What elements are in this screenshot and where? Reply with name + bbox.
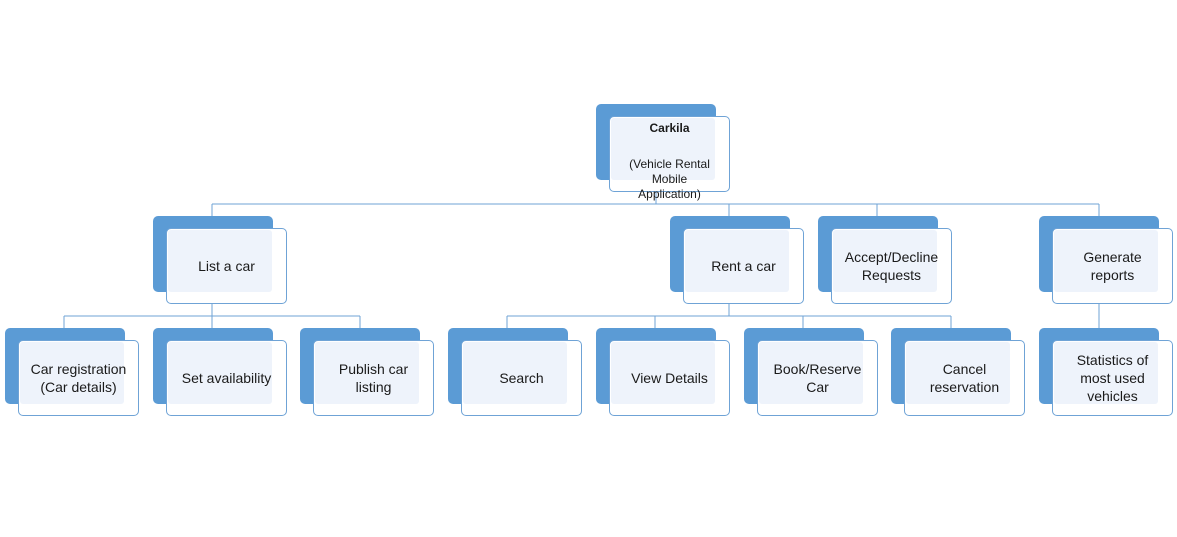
node-publish-car-listing: Publish car listing <box>300 328 434 418</box>
root-title: Carkila <box>649 121 690 135</box>
box-inner <box>906 342 1010 404</box>
box-inner <box>611 118 715 180</box>
box-face: Generate reports <box>1052 228 1173 304</box>
root-node: Carkila (Vehicle Rental Mobile Applicati… <box>596 104 730 201</box>
box-face: Set availability <box>166 340 287 416</box>
box-face: Rent a car <box>683 228 804 304</box>
node-car-registration: Car registration (Car details) <box>5 328 139 418</box>
node-label: Publish car listing <box>338 361 409 395</box>
node-rent-a-car: Rent a car <box>670 216 804 306</box>
box-inner <box>168 342 272 404</box>
box-face: Carkila (Vehicle Rental Mobile Applicati… <box>609 116 730 201</box>
node-label: Accept/Decline Requests <box>844 249 939 283</box>
node-label: View Details <box>631 370 708 386</box>
node-label: Rent a car <box>711 258 776 274</box>
node-label: Search <box>499 370 544 386</box>
node-label: Set availability <box>181 370 272 386</box>
box-inner <box>1054 342 1158 404</box>
node-view-details: View Details <box>596 328 730 418</box>
box-face: Car registration (Car details) <box>18 340 139 416</box>
node-label: Book/Reserve Car <box>773 361 862 395</box>
node-accept-decline-requests: Accept/Decline Requests <box>818 216 952 306</box>
node-label: Cancel reservation <box>929 361 1000 395</box>
box-face: Accept/Decline Requests <box>831 228 952 304</box>
box-face: Book/Reserve Car <box>757 340 878 416</box>
box-inner <box>1054 230 1158 292</box>
box-inner <box>833 230 937 292</box>
box-inner <box>168 230 272 292</box>
box-face: Statistics of most used vehicles <box>1052 340 1173 416</box>
node-search: Search <box>448 328 582 418</box>
box-face: Publish car listing <box>313 340 434 416</box>
node-label: Car registration (Car details) <box>30 361 127 395</box>
node-cancel-reservation: Cancel reservation <box>891 328 1025 418</box>
box-face: Search <box>461 340 582 416</box>
node-list-a-car: List a car <box>153 216 287 306</box>
node-label: Statistics of most used vehicles <box>1076 352 1149 404</box>
node-label: List a car <box>198 258 255 274</box>
box-face: Cancel reservation <box>904 340 1025 416</box>
box-face: View Details <box>609 340 730 416</box>
node-statistics-most-used-vehicles: Statistics of most used vehicles <box>1039 328 1173 418</box>
node-set-availability: Set availability <box>153 328 287 418</box>
box-inner <box>20 342 124 404</box>
box-inner <box>759 342 863 404</box>
node-book-reserve-car: Book/Reserve Car <box>744 328 878 418</box>
node-label: Generate reports <box>1083 249 1142 283</box>
root-subtitle: (Vehicle Rental Mobile Application) <box>629 157 710 201</box>
box-inner <box>685 230 789 292</box>
box-inner <box>611 342 715 404</box>
node-generate-reports: Generate reports <box>1039 216 1173 306</box>
box-inner <box>463 342 567 404</box>
box-inner <box>315 342 419 404</box>
box-face: List a car <box>166 228 287 304</box>
